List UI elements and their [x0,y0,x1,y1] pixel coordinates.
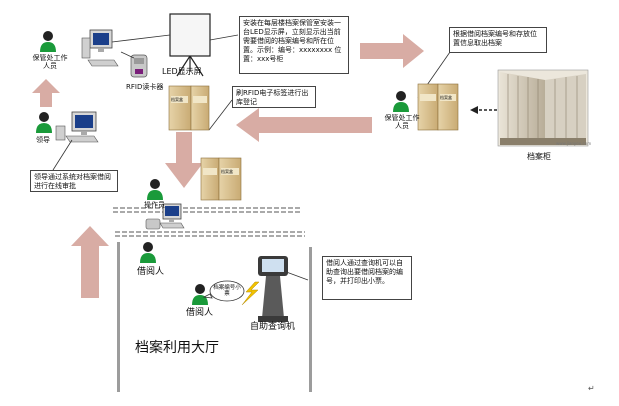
borrower-2-label: 借阅人 [186,308,214,318]
return-mark: ↵ [588,384,595,393]
archive-boxes-right [417,83,459,131]
person-borrower-2-icon [192,284,208,305]
operator-label: 操作员 [144,201,165,209]
led-screen-icon [169,13,211,77]
leader-label: 领导 [36,136,50,144]
archive-boxes-middle [200,157,242,201]
leader-note: 领导通过系统对档案借阅进行在线审批 [30,170,118,192]
rfid-reader-label: RFID读卡器 [126,83,164,91]
bubble-text: 档案编号小票 [213,285,241,297]
watermark: www.jianyou.com [556,141,592,146]
service-counter [113,207,305,237]
lightning-icon [241,281,260,306]
hall-wall-right [309,247,312,392]
person-leader-icon [36,112,52,133]
person-operator-icon [147,179,163,200]
rfid-note: 刷RFID电子标签进行出库登记 [232,86,316,108]
arrow-up-from-hall [71,226,109,298]
computer-operator-icon [159,203,185,229]
arrow-to-fetch [360,34,424,68]
borrower-1-label: 借阅人 [137,267,165,277]
box-text: 档案盒 [171,97,183,102]
rfid-reader-icon [130,54,148,78]
person-borrower-1-icon [140,242,156,263]
fetch-note: 根据借阅档案编号和存放位置信息取出档案 [449,27,547,53]
box-text: 档案盒 [221,169,233,174]
person-keeper-top-icon [40,31,56,52]
arrow-to-rfid [236,108,372,142]
kiosk-note: 借阅人通过查询机可以自助查询出要借阅档案的编号，并打印出小票。 [322,256,412,300]
led-note: 安装在每层楼档案保管室安装一台LED显示屏，立刻显示出当前需要借阅的档案编号和所… [239,16,349,74]
operator-reader-icon [145,218,161,230]
kiosk-icon [258,256,288,322]
archive-cabinet-image [497,69,589,147]
hall-label: 档案利用大厅 [135,340,219,356]
keeper-right-label: 保管处工作人员 [384,114,420,130]
kiosk-label: 自助查询机 [250,322,296,332]
keeper-top-label: 保管处工作人员 [32,54,68,70]
ticket-bubble [202,280,245,302]
led-screen-label: LED显示屏 [162,67,202,76]
person-keeper-right-icon [393,91,409,112]
dashed-arrow-from-cabinet [470,106,497,114]
box-text: 档案盒 [440,95,452,100]
arrow-up-to-keeper [32,79,60,107]
computer-top-icon [81,29,119,67]
hall-wall-left [117,242,120,392]
archive-boxes-top [168,85,210,131]
arrow-down-to-operator [165,132,203,188]
computer-leader-icon [55,111,99,143]
archive-cabinet-label: 档案柜 [527,152,551,161]
